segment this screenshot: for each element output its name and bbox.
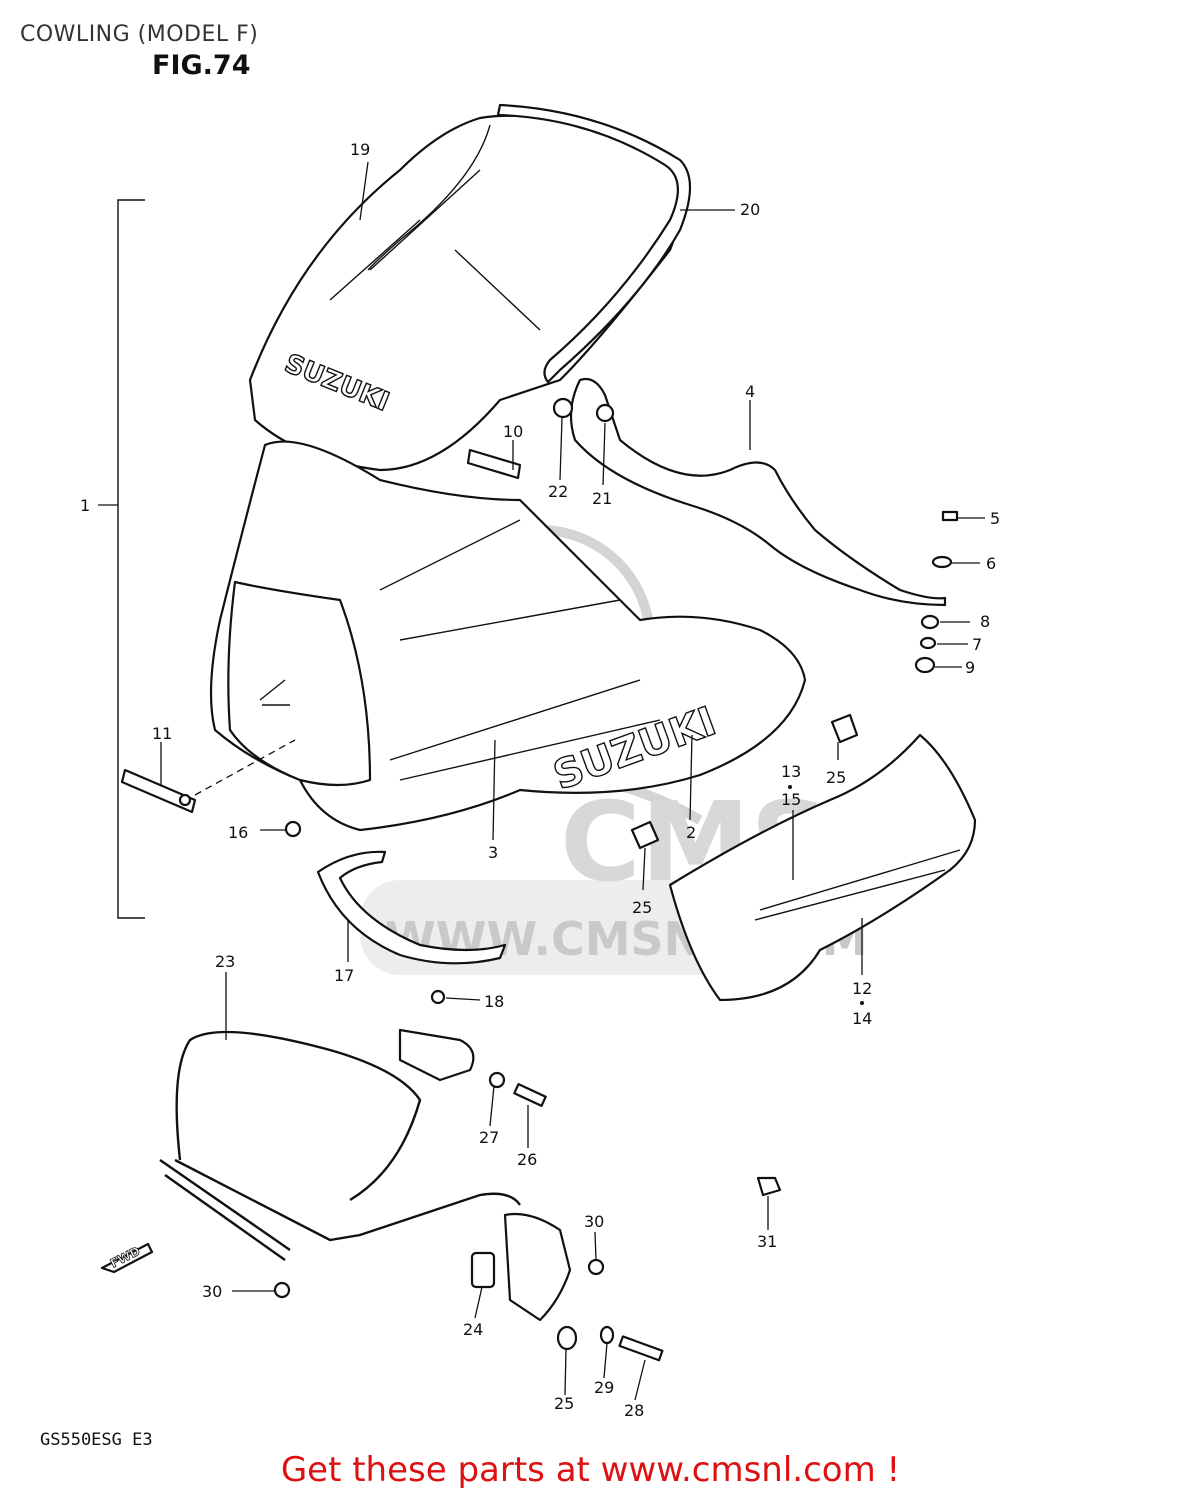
callout-17: 17 xyxy=(334,966,354,985)
callout-25b: 25 xyxy=(632,898,652,917)
callout-11: 11 xyxy=(152,724,172,743)
fasteners xyxy=(273,397,959,1362)
inner-panel-part xyxy=(569,377,947,607)
stay-part xyxy=(466,448,522,480)
callout-30b: 30 xyxy=(202,1282,222,1301)
callout-20: 20 xyxy=(740,200,760,219)
callout-31: 31 xyxy=(757,1232,777,1251)
callout-5: 5 xyxy=(990,509,1000,528)
callout-29: 29 xyxy=(594,1378,614,1397)
callout-4: 4 xyxy=(745,382,755,401)
figure-number: FIG.74 xyxy=(152,50,251,81)
assembly-bracket xyxy=(98,199,145,919)
callout-25c: 25 xyxy=(554,1394,574,1413)
callout-2: 2 xyxy=(686,823,696,842)
windscreen-part: SUZUKI xyxy=(248,114,685,472)
callout-22: 22 xyxy=(548,482,568,501)
callout-23: 23 xyxy=(215,952,235,971)
callout-3: 3 xyxy=(488,843,498,862)
callout-7: 7 xyxy=(972,635,982,654)
callout-13: 13 xyxy=(781,762,801,781)
callout-24: 24 xyxy=(463,1320,483,1339)
callout-1: 1 xyxy=(80,496,90,515)
callout-6: 6 xyxy=(986,554,996,573)
model-code: GS550ESG E3 xyxy=(40,1430,153,1450)
callout-10: 10 xyxy=(503,422,523,441)
cowl-bracket-part xyxy=(316,850,507,965)
get-parts-link[interactable]: Get these parts at www.cmsnl.com ! xyxy=(280,1450,901,1490)
callout-16: 16 xyxy=(228,823,248,842)
callout-15: 15 xyxy=(781,790,801,809)
windscreen-trim-part xyxy=(496,103,691,384)
callout-12: 12 xyxy=(852,979,872,998)
callout-30a: 30 xyxy=(584,1212,604,1231)
bracket-part xyxy=(120,739,296,814)
callout-27: 27 xyxy=(479,1128,499,1147)
callout-21: 21 xyxy=(592,489,612,508)
callout-8: 8 xyxy=(980,612,990,631)
cowling-stay-frame-part xyxy=(159,1028,572,1322)
callout-25a: 25 xyxy=(826,768,846,787)
callout-19: 19 xyxy=(350,140,370,159)
upper-cowling-part: SUZUKI xyxy=(209,440,807,832)
callout-28: 28 xyxy=(624,1401,644,1420)
callout-9: 9 xyxy=(965,658,975,677)
callout-14: 14 xyxy=(852,1009,872,1028)
diagram-title: COWLING (MODEL F) xyxy=(20,22,259,47)
lower-cowling-part xyxy=(668,733,977,1002)
leader-lines xyxy=(160,161,985,1401)
callout-18: 18 xyxy=(484,992,504,1011)
forward-arrow-icon: FWD xyxy=(100,1242,154,1274)
callout-26: 26 xyxy=(517,1150,537,1169)
callout-labels: 1 2 3 4 5 6 7 8 9 10 11 12 13 14 15 16 1… xyxy=(80,140,1000,1420)
